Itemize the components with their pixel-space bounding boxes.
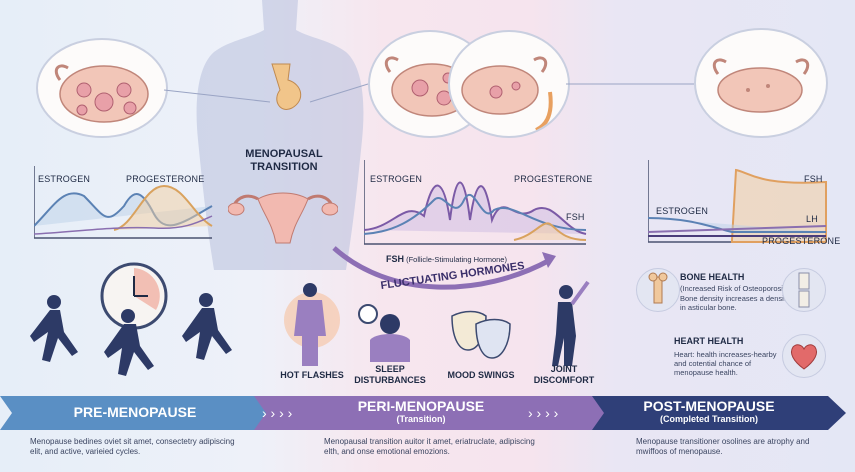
peri-estrogen-label: ESTROGEN	[370, 174, 423, 184]
desc-pre: Menopause bedines oviet sit amet, consec…	[30, 437, 235, 456]
symptom-hot-flashes: HOT FLASHES	[270, 370, 354, 381]
post-lh-label: LH	[806, 214, 818, 224]
knee-icon-circle	[782, 268, 826, 312]
post-progesterone-label: PROGESTERONE	[762, 236, 841, 246]
svg-text:› › › ›: › › › ›	[262, 405, 293, 421]
peri-progesterone-curve	[513, 222, 587, 241]
peri-hormone-chart	[364, 160, 587, 245]
peri-fsh-caption-rest: (Follicle-Stimulating Hormone)	[406, 255, 507, 264]
center-title-line1: MENOPAUSAL	[245, 148, 323, 160]
bone-health-body: Bone density increases a density in asti…	[680, 294, 790, 312]
symptom-mood-line1: MOOD SWINGS	[447, 370, 515, 380]
heart-health-body: Heart: health increases-hearby and coten…	[674, 350, 777, 377]
stage-peri: PERI-MENOPAUSE (Transition)	[346, 398, 496, 425]
fluctuating-arrow	[332, 246, 556, 290]
pre-progesterone-curve	[113, 184, 213, 231]
stage-peri-subtitle: (Transition)	[396, 414, 446, 424]
heart-health-title: HEART HEALTH	[674, 336, 744, 346]
peri-estrogen-curve	[364, 193, 587, 235]
stage-post-subtitle: (Completed Transition)	[659, 414, 758, 424]
heart-icon-circle	[782, 334, 826, 378]
bone-health-title: BONE HEALTH	[680, 272, 745, 282]
center-title-line2: TRANSITION	[250, 161, 318, 173]
symptom-sleep-line2: DISTURBANCES	[354, 375, 426, 385]
symptom-joint-line2: DISCOMFORT	[533, 375, 595, 385]
pre-ovary-icon	[54, 64, 149, 123]
svg-text:› › › ›: › › › ›	[528, 405, 559, 421]
center-title: MENOPAUSAL TRANSITION	[238, 148, 330, 174]
post-ovary-circle	[694, 28, 828, 138]
desc-peri: Menopausal transition auitor it amet, er…	[324, 437, 535, 456]
post-estrogen-label: ESTROGEN	[656, 206, 709, 216]
pre-ovary-circle	[36, 38, 168, 138]
runner-left	[30, 295, 78, 362]
mood-swings-icon	[451, 310, 511, 359]
connector-lines	[163, 83, 694, 103]
knee-joint-icon	[798, 272, 810, 308]
pre-hormone-chart	[34, 166, 213, 239]
stage-post: POST-MENOPAUSE (Completed Transition)	[634, 398, 784, 425]
sleep-disturbances-icon	[358, 304, 410, 362]
post-fsh-curve	[731, 168, 827, 243]
peri-ovary-icon-right	[461, 56, 553, 132]
post-fsh-label: FSH	[804, 174, 823, 184]
peri-ovary-circle-right	[448, 30, 570, 138]
post-hormone-chart	[648, 160, 827, 243]
pre-lh-curve	[34, 215, 213, 235]
bone-health-subtitle: (Increased Risk of Osteoporosis)	[680, 284, 790, 293]
symptom-joint-line1: JOINT	[550, 364, 578, 374]
hot-flashes-icon	[284, 283, 340, 366]
joint-discomfort-icon	[552, 280, 590, 366]
runner-center	[104, 309, 154, 376]
peri-progesterone-label: PROGESTERONE	[514, 174, 593, 184]
symptom-sleep-disturbances: SLEEP DISTURBANCES	[348, 364, 432, 386]
bone-icon	[648, 272, 668, 304]
symptom-mood-swings: MOOD SWINGS	[438, 370, 524, 381]
stage-pre-title: PRE-MENOPAUSE	[73, 404, 197, 420]
peri-fsh-caption-bold: FSH	[386, 254, 404, 264]
symptom-sleep-line1: SLEEP	[375, 364, 405, 374]
stage-post-title: POST-MENOPAUSE	[643, 398, 775, 414]
runner-right	[182, 293, 232, 360]
uterus-icon	[228, 192, 338, 244]
bone-icon-circle	[636, 268, 680, 312]
stage-band: › › › › › › › ›	[0, 396, 846, 430]
symptom-joint-discomfort: JOINT DISCOMFORT	[526, 364, 602, 386]
body-silhouette	[196, 0, 364, 270]
post-ovary-icon	[712, 58, 810, 113]
heart-icon	[790, 344, 818, 370]
symptom-hot-flashes-line1: HOT FLASHES	[280, 370, 344, 380]
peri-fsh-curve	[364, 181, 587, 235]
pre-progesterone-label: PROGESTERONE	[126, 174, 205, 184]
peri-fsh-caption: FSH (Follicle-Stimulating Hormone)	[386, 254, 507, 264]
desc-post: Menopause transitioner osolines are atro…	[636, 437, 810, 456]
pituitary-icon	[271, 63, 302, 110]
post-lh-curve	[648, 225, 827, 233]
runners-illustration	[30, 262, 232, 376]
pre-estrogen-label: ESTROGEN	[38, 174, 91, 184]
stage-peri-title: PERI-MENOPAUSE	[357, 398, 485, 414]
peri-fsh-label: FSH	[566, 212, 585, 222]
